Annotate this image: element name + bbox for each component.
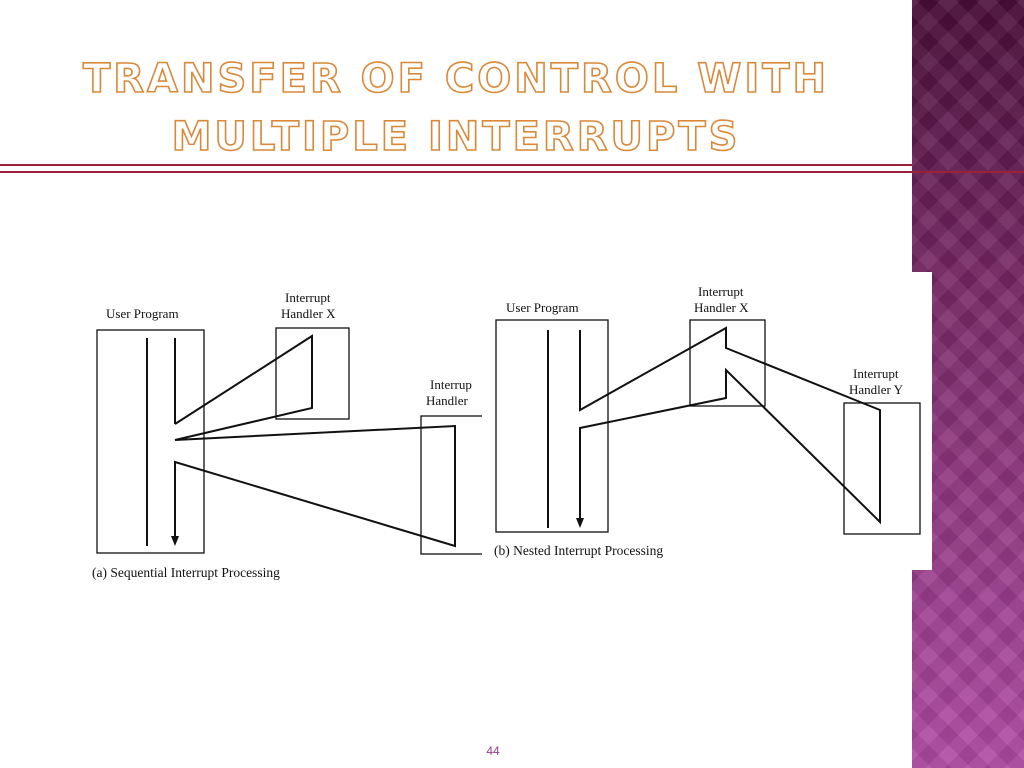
a-handler-x-line1: Interrupt <box>285 290 331 305</box>
a-handler-y-box <box>420 415 492 555</box>
a-handler-y-line2: Handler <box>426 393 469 408</box>
a-handler-x-box <box>275 327 350 420</box>
a-handler-x-line2: Handler X <box>281 306 336 321</box>
b-flow-arrowhead <box>576 518 584 528</box>
title-rule-top <box>0 164 912 166</box>
b-user-program-label: User Program <box>506 300 579 315</box>
a-handler-y-line1: Interrup <box>430 377 472 392</box>
a-transfer-to-x <box>174 334 456 548</box>
slide-title: Transfer of Control with Multiple Interr… <box>82 55 830 161</box>
a-user-program-label: User Program <box>106 306 179 321</box>
a-user-program-box <box>96 329 205 554</box>
b-handler-y-box <box>843 402 921 535</box>
b-handler-x-line1: Interrupt <box>698 284 744 299</box>
sequential-diagram: User Program Interrupt Handler X Interru… <box>82 278 492 590</box>
title-rule-bottom <box>0 171 1024 173</box>
b-handler-y-line1: Interrupt <box>853 366 899 381</box>
b-handler-y-line2: Handler Y <box>849 382 904 397</box>
b-user-program-box <box>495 319 609 533</box>
a-caption: (a) Sequential Interrupt Processing <box>92 565 280 580</box>
b-handler-x-line2: Handler X <box>694 300 749 315</box>
page-number: 44 <box>486 744 500 758</box>
nested-diagram: User Program Interrupt Handler X Interru… <box>482 272 932 570</box>
b-caption: (b) Nested Interrupt Processing <box>494 543 663 558</box>
a-flow-arrowhead <box>171 536 179 546</box>
b-nested-flow <box>579 326 881 525</box>
b-handler-x-box <box>689 319 766 407</box>
